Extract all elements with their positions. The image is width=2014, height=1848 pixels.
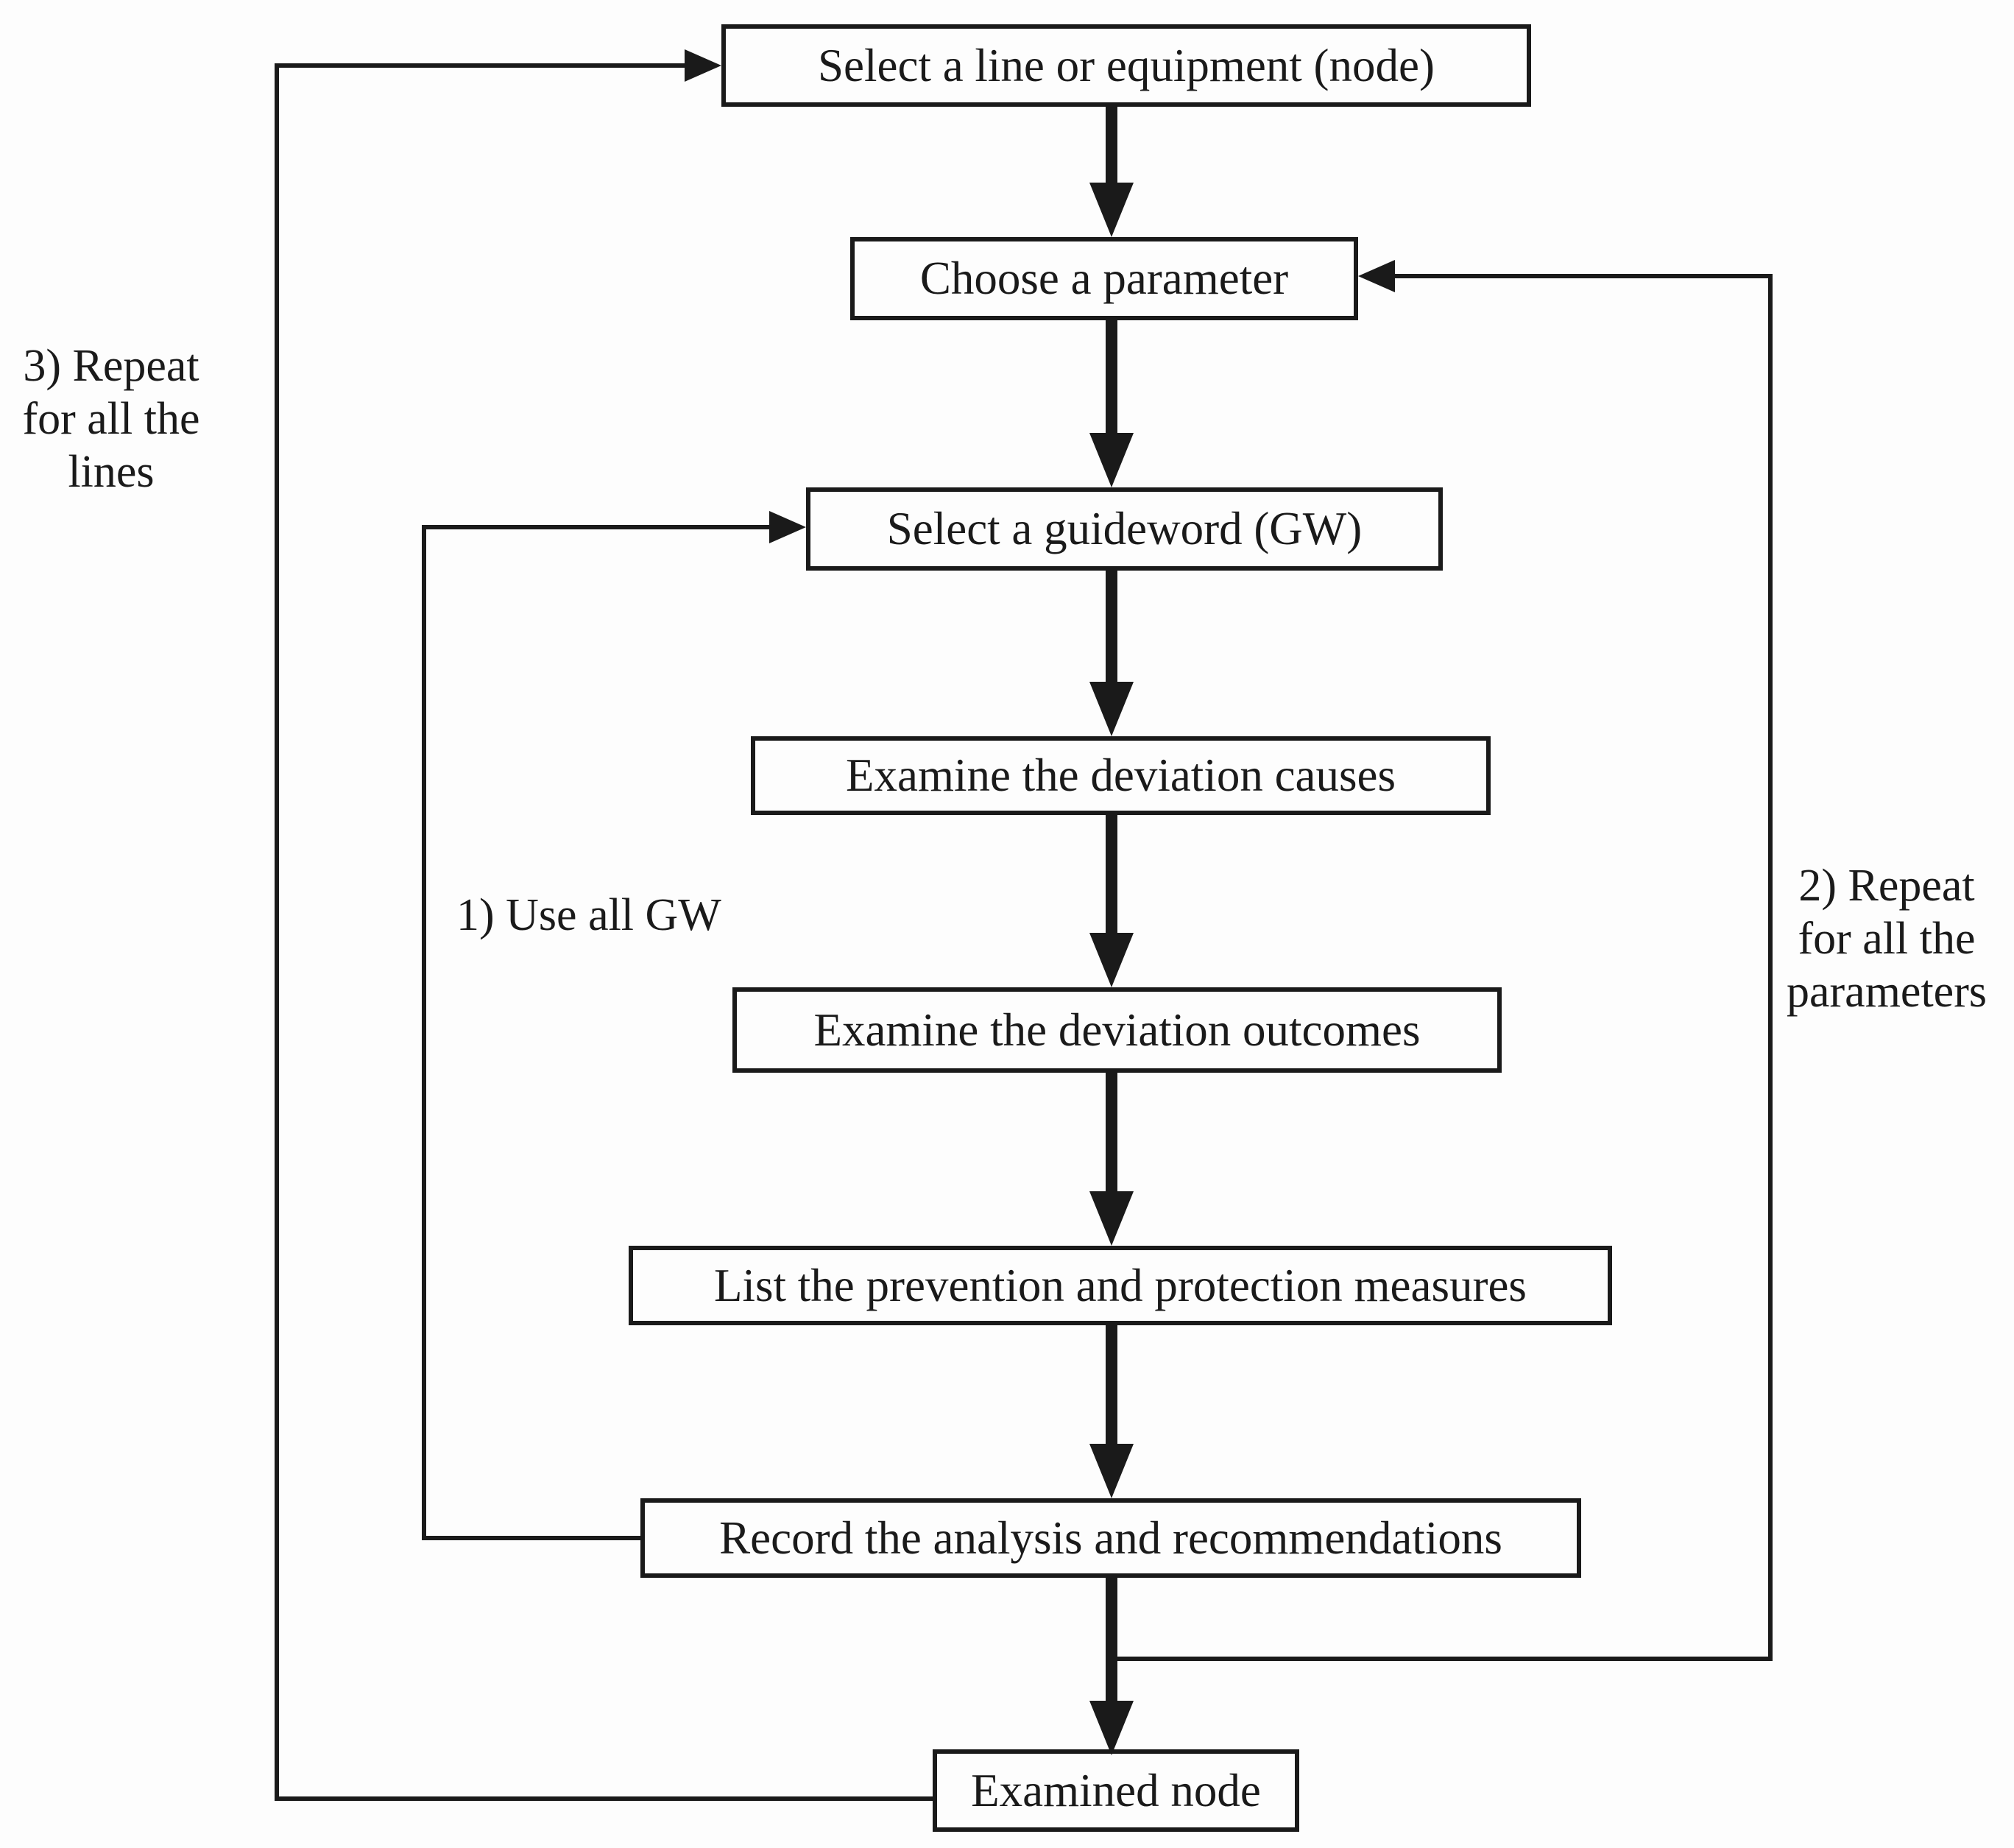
flow-step-list-measures: List the prevention and protection measu… (629, 1246, 1612, 1325)
arrowhead-down-icon (1089, 1701, 1134, 1755)
flow-step-examined-node: Examined node (933, 1749, 1299, 1832)
loop3-vertical-line (275, 63, 279, 1801)
loop1-label-text: 1) Use all GW (456, 890, 721, 940)
flow-step-record-analysis: Record the analysis and recommendations (640, 1498, 1581, 1578)
loop3-label-line1: 3) Repeat (23, 341, 199, 391)
arrow-shaft (1106, 1071, 1117, 1193)
flow-step-label: Examined node (971, 1764, 1261, 1816)
arrow-shaft (1106, 319, 1117, 435)
arrowhead-down-icon (1089, 933, 1134, 987)
loop3-top-line (275, 63, 688, 68)
loop2-branch-line (1115, 1657, 1773, 1661)
arrow-shaft (1106, 814, 1117, 935)
loop1-vertical-line (422, 525, 426, 1540)
loop2-vertical-line (1768, 274, 1773, 1661)
flow-step-label: Examine the deviation causes (846, 750, 1396, 802)
loop2-label: 2) Repeat for all the parameters (1759, 860, 2014, 1019)
loop1-arrowhead-right-icon (769, 511, 806, 543)
loop3-arrowhead-right-icon (685, 49, 721, 82)
loop2-top-line (1393, 274, 1773, 278)
loop1-top-line (422, 525, 773, 529)
flow-step-choose-parameter: Choose a parameter (850, 237, 1358, 320)
arrow-shaft (1106, 1576, 1117, 1703)
arrowhead-down-icon (1089, 1191, 1134, 1246)
loop3-label-line3: lines (68, 446, 155, 497)
loop2-label-line2: for all the (1798, 913, 1976, 964)
arrowhead-down-icon (1089, 433, 1134, 487)
loop1-bottom-line (422, 1536, 643, 1540)
flow-step-label: List the prevention and protection measu… (714, 1259, 1527, 1311)
flow-step-examine-causes: Examine the deviation causes (751, 736, 1491, 815)
loop3-bottom-line (275, 1796, 933, 1801)
flow-step-label: Record the analysis and recommendations (719, 1512, 1502, 1564)
flow-step-select-guideword: Select a guideword (GW) (806, 487, 1443, 571)
loop2-label-line1: 2) Repeat (1798, 861, 1975, 911)
loop3-label-line2: for all the (22, 393, 200, 444)
loop1-label: 1) Use all GW (456, 889, 721, 942)
loop2-arrowhead-left-icon (1358, 260, 1395, 292)
flow-step-examine-outcomes: Examine the deviation outcomes (732, 987, 1502, 1073)
arrow-shaft (1106, 105, 1117, 185)
arrow-shaft (1106, 569, 1117, 684)
flow-step-label: Choose a parameter (919, 253, 1289, 305)
arrow-shaft (1106, 1324, 1117, 1446)
arrowhead-down-icon (1089, 183, 1134, 237)
arrowhead-down-icon (1089, 682, 1134, 736)
loop2-label-line3: parameters (1787, 966, 1987, 1017)
arrowhead-down-icon (1089, 1444, 1134, 1498)
flow-step-label: Select a line or equipment (node) (818, 39, 1435, 91)
loop3-label: 3) Repeat for all the lines (9, 340, 213, 499)
flow-step-label: Examine the deviation outcomes (813, 1004, 1421, 1056)
flow-step-select-node: Select a line or equipment (node) (721, 24, 1531, 107)
flow-step-label: Select a guideword (GW) (886, 503, 1363, 555)
